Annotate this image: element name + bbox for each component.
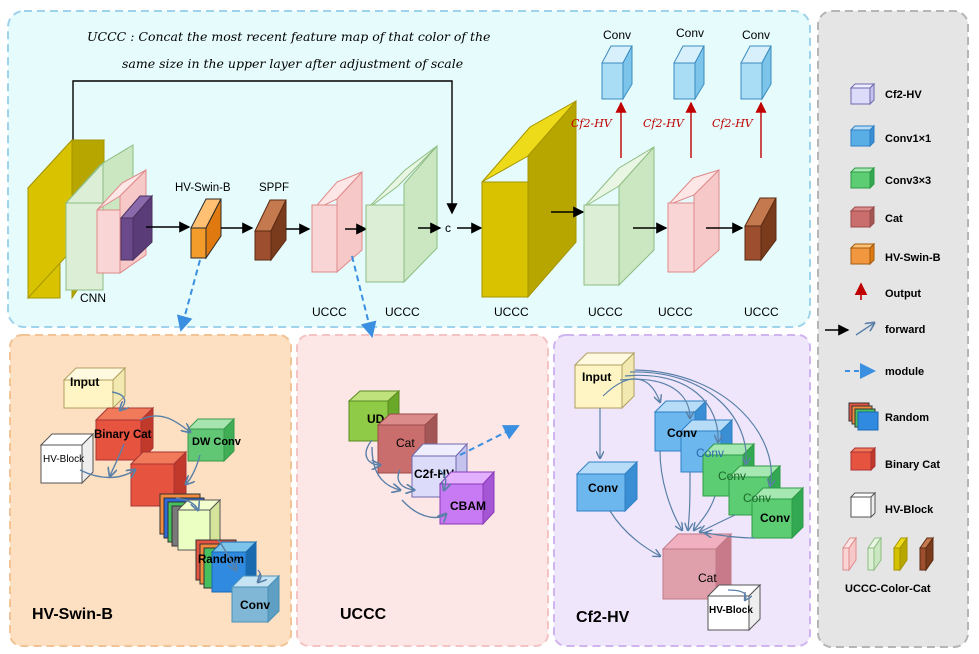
cf2-input-label: Input [582,370,611,384]
legend-conv3x3-icon [849,166,876,190]
legend: Cf2-HV Conv1×1 Conv3×3 Cat HV-Swin-B Out… [825,82,941,595]
uccc-green-block [583,145,655,287]
hv-flow-arrows [79,391,261,582]
uccc-c2f-hv-label: C2f-HV [414,467,454,481]
legend-conv3x3-label: Conv3×3 [885,175,931,187]
uccc-label-2: UCCC [385,305,420,319]
legend-binary-cat-icon [849,446,877,472]
cf2-conv-left-label: Conv [588,481,618,495]
hv-dw-conv-label: DW Conv [192,436,242,448]
uccc-label-3: UCCC [494,305,529,319]
hv-random-label: Random [198,554,244,566]
legend-cf2-hv-icon [849,82,876,106]
legend-hv-block-icon [849,491,877,519]
uccc-cbam-cube [438,470,496,526]
uccc-note-line2: same size in the upper layer after adjus… [122,56,463,71]
module-arrow-hvswin [176,259,201,332]
output-conv-label-2: Conv [676,26,704,40]
legend-uccc-color-cat-label: UCCC-Color-Cat [845,583,931,595]
legend-binary-cat-label: Binary Cat [885,459,940,471]
hv-binary-cat-cube [94,406,155,462]
uccc-block-2 [365,144,438,284]
cf2-input-cube [573,351,636,410]
legend-random-label: Random [885,412,929,424]
legend-hv-block-label: HV-Block [885,504,934,516]
cf2-flow-arrows [600,369,771,600]
uccc-label-6: UCCC [744,305,779,319]
hv-swin-b-block [190,198,222,260]
legend-cat-icon [849,205,876,229]
legend-module-label: module [885,366,924,378]
uccc-cat-label: Cat [396,436,415,450]
hv-block-cube [39,432,95,485]
output-conv-2 [673,45,705,101]
cf2-conv-left-cube [575,460,639,513]
cf2-conv-label-4: Conv [743,491,771,505]
uccc-label-4: UCCC [588,305,623,319]
legend-hv-swin-b-label: HV-Swin-B [885,252,941,264]
uccc-module-arrow [459,425,520,456]
cf2-hv-block-label: HV-Block [709,605,753,616]
uccc-note-line1: UCCC : Concat the most recent feature ma… [87,29,490,44]
output-conv-3 [740,45,772,101]
cf2-conv-label-5: Conv [760,511,790,525]
legend-output-label: Output [885,288,921,300]
cf2hv-output-label-1: Cf2-HV [571,117,613,130]
uccc-cbam-label: CBAM [450,499,486,513]
uccc-panel-title: UCCC [340,606,387,623]
legend-conv1x1-icon [849,124,876,148]
hv-input-label: Input [70,375,99,389]
uccc-skip-line [72,80,458,215]
hv-swin-b-label: HV-Swin-B [175,182,231,194]
legend-forward-label: forward [885,324,925,336]
legend-forward-blue-icon [855,323,874,336]
uccc-label-5: UCCC [658,305,693,319]
cf2-hv-panel [553,334,811,647]
hv-dw-conv-cube [186,417,236,463]
output-conv-1 [601,45,633,101]
cf2-conv-label-3: Conv [718,469,746,483]
cf2-cat-label: Cat [698,571,717,585]
legend-hv-swin-b-icon [849,242,876,266]
cf2-cat-cube [661,532,733,601]
legend-uccc-color-slabs-icon [842,536,934,572]
sppf-block [254,199,287,262]
cf2hv-output-label-2: Cf2-HV [643,117,685,130]
output-conv-label-3: Conv [742,28,770,42]
cf2-conv-label-2: Conv [696,446,724,460]
hv-binary-cat-label: Binary Cat [94,429,152,441]
hv-panel-title: HV-Swin-B [32,606,113,623]
legend-random-icon [848,402,879,431]
uccc-yellow-block [481,99,577,299]
uccc-label-1: UCCC [312,305,347,319]
hv-block-label: HV-Block [43,454,85,465]
module-arrow-uccc [351,255,377,338]
concat-label: c [445,221,451,235]
legend-conv1x1-label: Conv1×1 [885,133,931,145]
uccc-flow-arrows [365,439,446,517]
hv-conv-label: Conv [240,598,270,612]
cnn-purple-block [119,194,154,262]
cf2hv-output-label-3: Cf2-HV [712,117,754,130]
sppf-label: SPPF [259,182,289,194]
uccc-brown-block [744,197,777,262]
cnn-label: CNN [80,291,106,305]
output-conv-label-1: Conv [603,28,631,42]
uccc-block-1 [311,170,363,274]
hv-input-cube [62,366,127,410]
legend-cf2-hv-label: Cf2-HV [885,89,922,101]
cf2-conv-label-1: Conv [667,426,697,440]
legend-cat-label: Cat [885,213,903,225]
uccc-pink-block [667,168,720,274]
cf2-panel-title: Cf2-HV [576,609,630,626]
